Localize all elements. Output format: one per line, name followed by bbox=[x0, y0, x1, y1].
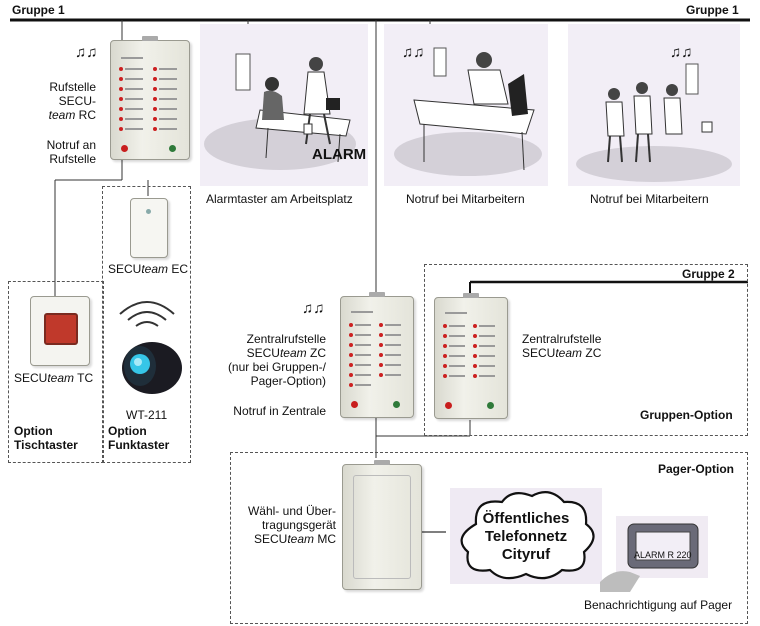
tc-red-button-icon bbox=[44, 313, 78, 345]
ec-unit bbox=[130, 198, 168, 258]
option-tischtaster-box bbox=[8, 281, 104, 463]
alarm-sign: ALARM bbox=[312, 146, 367, 163]
wt-211-wristband-icon bbox=[119, 301, 182, 394]
staff-scene-2-image bbox=[568, 24, 740, 186]
pager-display-text: ALARM R 220 bbox=[634, 550, 692, 560]
rc-emergency-label: Notruf an Rufstelle bbox=[46, 138, 96, 166]
zc-main-label: Zentralrufstelle SECUteam ZC (nur bei Gr… bbox=[227, 332, 326, 388]
group2-label: Gruppe 2 bbox=[682, 267, 735, 281]
group1-label-left: Gruppe 1 bbox=[12, 3, 65, 17]
pager-icon bbox=[600, 516, 708, 592]
music-notes-icon: ♫♫ bbox=[402, 44, 425, 61]
group1-label-right: Gruppe 1 bbox=[686, 3, 739, 17]
desk-alarm-scene-image: ALARM bbox=[200, 24, 368, 186]
music-notes-icon: ♫♫ bbox=[75, 44, 98, 61]
option-funktaster-box bbox=[102, 186, 191, 463]
ec-label: SECUteam EC bbox=[108, 262, 189, 276]
zc-main-unit bbox=[340, 292, 414, 418]
pager-option-label: Pager-Option bbox=[658, 462, 735, 476]
group-option-label: Gruppen-Option bbox=[640, 408, 733, 422]
wt-label: WT-211 bbox=[126, 408, 168, 422]
staff-scene-1-image bbox=[384, 24, 548, 186]
desk-alarm-caption: Alarmtaster am Arbeitsplatz bbox=[206, 192, 353, 206]
mc-label: Wähl- und Über- tragungsgerät SECUteam M… bbox=[247, 504, 336, 546]
staff-2-caption: Notruf bei Mitarbeitern bbox=[590, 192, 709, 206]
rc-label: Rufstelle SECU- team RC bbox=[48, 80, 96, 122]
pager-option-box bbox=[230, 452, 748, 624]
staff-1-caption: Notruf bei Mitarbeitern bbox=[406, 192, 525, 206]
tc-unit bbox=[30, 296, 90, 366]
zc-main-emergency-label: Notruf in Zentrale bbox=[233, 404, 326, 418]
phone-network-cloud-icon bbox=[450, 488, 602, 584]
zc-group-label: Zentralrufstelle SECUteam ZC bbox=[522, 332, 602, 360]
zc-group-unit bbox=[434, 293, 508, 419]
mc-unit bbox=[342, 460, 422, 590]
cloud-label: Öffentliches Telefonnetz Cityruf bbox=[482, 510, 570, 563]
pager-caption: Benachrichtigung auf Pager bbox=[584, 598, 733, 612]
music-notes-icon: ♫♫ bbox=[670, 44, 693, 61]
music-notes-icon: ♫♫ bbox=[302, 300, 325, 317]
rc-unit bbox=[110, 36, 190, 160]
tc-label: SECUteam TC bbox=[14, 371, 94, 385]
group-option-box bbox=[424, 264, 748, 436]
